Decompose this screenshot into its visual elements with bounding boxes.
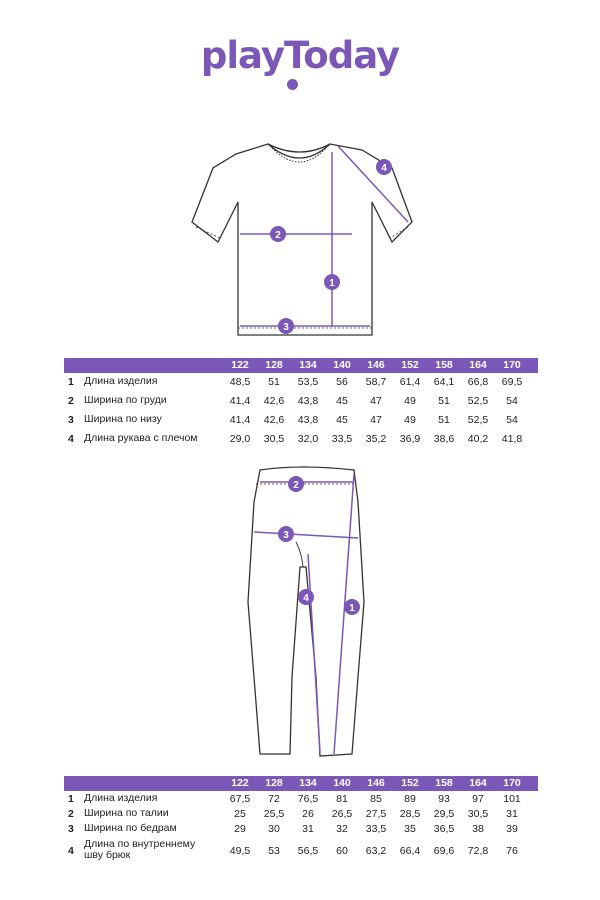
tshirt-collar-rib bbox=[271, 147, 327, 163]
pants-length-line bbox=[333, 473, 355, 755]
pants-inseam-line bbox=[307, 553, 321, 753]
svg-text:2: 2 bbox=[275, 230, 281, 241]
tshirt-marker-3: 3 bbox=[278, 318, 294, 334]
table-row: 1 Длина изделия 67,5 72 76,5 81 85 89 93… bbox=[68, 792, 521, 806]
brand-logo: playToday bbox=[200, 34, 400, 77]
svg-text:4: 4 bbox=[381, 163, 387, 174]
table-row: 2 Ширина по груди 41,4 42,6 43,8 45 47 4… bbox=[68, 394, 518, 408]
tshirt-size-table: 122 128 134 140 146 152 158 164 170 1 Дл… bbox=[64, 358, 538, 449]
tshirt-size-header: 122 128 134 140 146 152 158 164 170 bbox=[64, 358, 538, 373]
pants-outline bbox=[247, 466, 365, 757]
tshirt-sleeve-line bbox=[337, 145, 409, 223]
table-row: 4 Длина по внутреннему шву брюк 49,5 53 … bbox=[68, 838, 518, 861]
tshirt-outline bbox=[191, 143, 413, 336]
svg-text:3: 3 bbox=[283, 530, 289, 541]
svg-text:4: 4 bbox=[303, 593, 309, 604]
tshirt-drawing: 1 2 3 4 bbox=[191, 143, 413, 336]
pants-size-table: 122 128 134 140 146 152 158 164 170 1 Дл… bbox=[64, 776, 538, 866]
pants-size-header: 122 128 134 140 146 152 158 164 170 bbox=[64, 776, 538, 791]
logo-dot bbox=[287, 79, 298, 90]
pants-marker-2: 2 bbox=[288, 476, 304, 492]
tshirt-marker-2: 2 bbox=[270, 226, 286, 242]
svg-text:2: 2 bbox=[293, 480, 299, 491]
pants-marker-4: 4 bbox=[298, 589, 314, 605]
svg-text:1: 1 bbox=[329, 278, 335, 289]
table-row: 1 Длина изделия 48,5 51 53,5 56 58,7 61,… bbox=[68, 375, 523, 389]
svg-text:1: 1 bbox=[349, 603, 355, 614]
table-row: 4 Длина рукава с плечом 29,0 30,5 32,0 3… bbox=[68, 432, 523, 446]
pants-hip-line bbox=[253, 531, 359, 539]
pants-marker-1: 1 bbox=[344, 599, 360, 615]
pants-marker-3: 3 bbox=[278, 526, 294, 542]
table-row: 3 Ширина по бедрам 29 30 31 32 33,5 35 3… bbox=[68, 822, 518, 836]
pants-drawing: 1 2 3 4 bbox=[247, 466, 365, 757]
tshirt-marker-4: 4 bbox=[376, 159, 392, 175]
table-row: 2 Ширина по талии 25 25,5 26 26,5 27,5 2… bbox=[68, 807, 518, 821]
svg-text:3: 3 bbox=[283, 322, 289, 333]
table-row: 3 Ширина по низу 41,4 42,6 43,8 45 47 49… bbox=[68, 413, 518, 427]
tshirt-marker-1: 1 bbox=[324, 274, 340, 290]
tshirt-collar bbox=[267, 143, 331, 159]
